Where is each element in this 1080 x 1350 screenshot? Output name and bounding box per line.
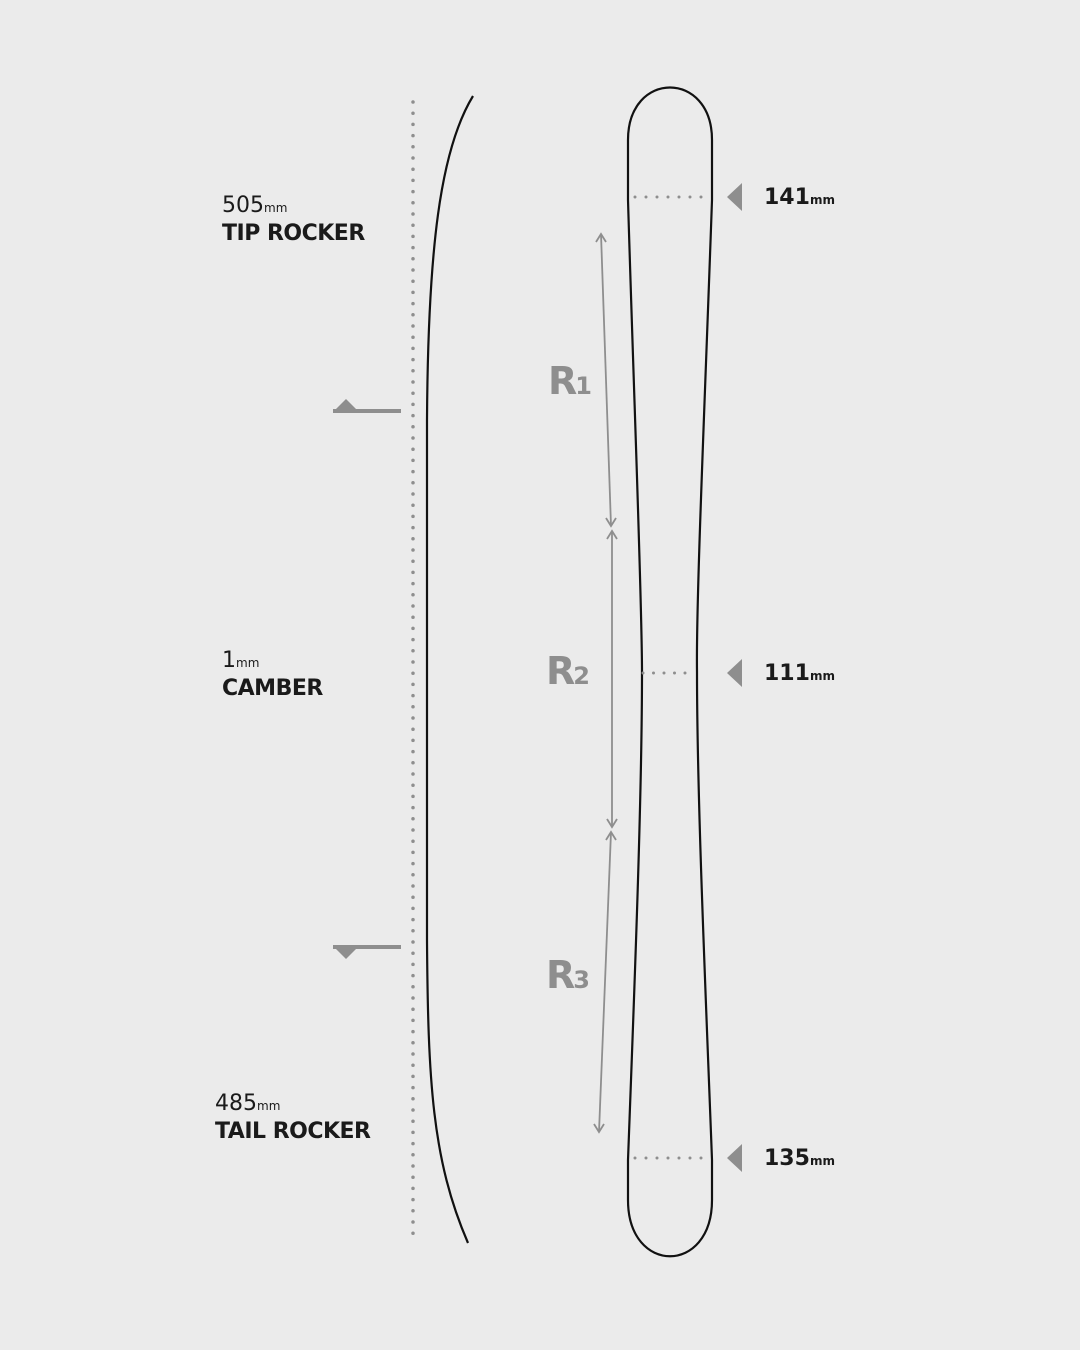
tip-rocker-label: 505mm TIP ROCKER (222, 195, 365, 245)
tip-rocker-unit: mm (264, 201, 288, 215)
tail-rocker-value: 485 (215, 1091, 257, 1116)
r1-arrow (595, 232, 617, 528)
tip-rocker-title: TIP ROCKER (222, 221, 365, 246)
ski-top-outline (626, 86, 714, 1258)
camber-value: 1 (222, 648, 236, 673)
tail-rocker-title: TAIL ROCKER (215, 1119, 371, 1144)
r3-label: R3 (546, 953, 590, 997)
tip-width-arrow-icon (727, 183, 742, 211)
camber-label: 1mm CAMBER (222, 650, 323, 700)
r2-arrow (606, 529, 618, 829)
tip-rocker-marker (333, 399, 401, 413)
waist-width-arrow-icon (727, 659, 742, 687)
camber-title: CAMBER (222, 676, 323, 701)
tail-width-label: 135mm (764, 1146, 835, 1171)
r3-arrow (593, 830, 617, 1134)
waist-width-label: 111mm (764, 661, 835, 686)
tip-rocker-value: 505 (222, 193, 264, 218)
tail-rocker-unit: mm (257, 1099, 281, 1113)
r1-label: R1 (548, 359, 592, 403)
r2-label: R2 (546, 649, 590, 693)
ski-side-profile (425, 95, 474, 1244)
tip-width-label: 141mm (764, 185, 835, 210)
camber-unit: mm (236, 656, 260, 670)
tail-rocker-label: 485mm TAIL ROCKER (215, 1093, 371, 1143)
tail-rocker-marker (333, 945, 401, 959)
tail-width-arrow-icon (727, 1144, 742, 1172)
